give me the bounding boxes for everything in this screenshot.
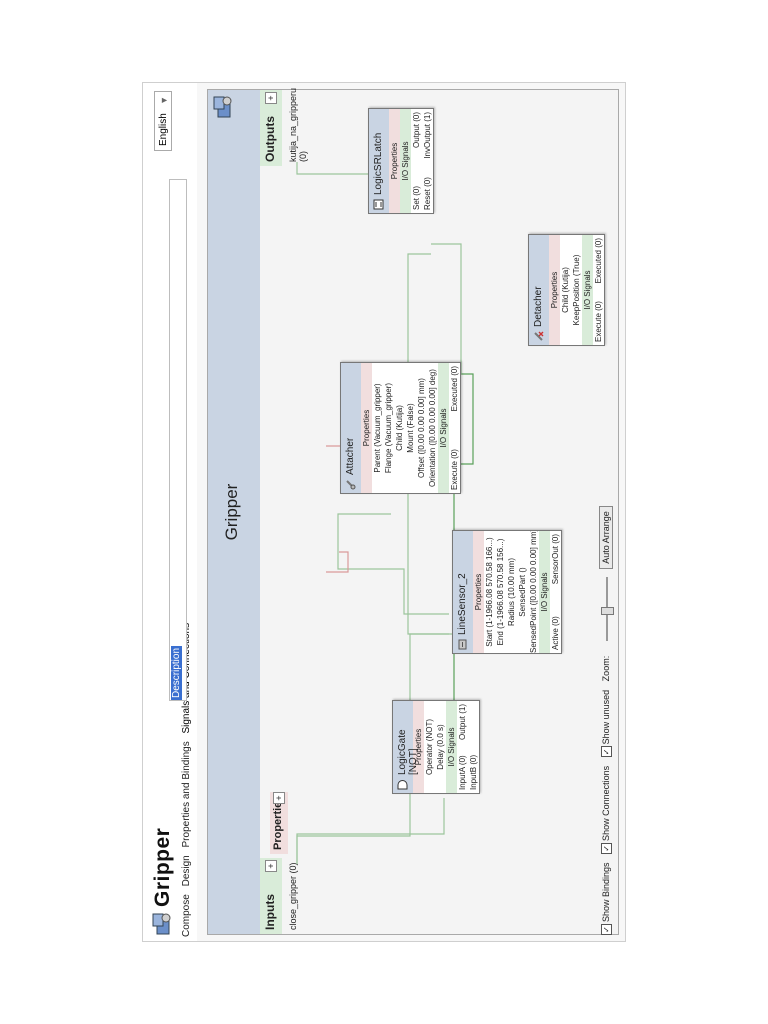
linesensor-properties-label: Properties xyxy=(473,531,484,653)
linesensor-header[interactable]: LineSensor_2 xyxy=(453,531,473,653)
detacher-prop-keepposition[interactable]: KeepPosition (True) xyxy=(572,254,581,326)
linesensor-output-sensorout[interactable]: SensorOut (0) xyxy=(551,534,560,585)
linesensor-io-label: I/O Signals xyxy=(539,531,550,653)
srlatch-output[interactable]: Output (0) xyxy=(412,112,421,149)
srlatch-input-set[interactable]: Set (0) xyxy=(412,185,421,210)
detacher-input-execute[interactable]: Execute (0) xyxy=(594,301,603,342)
logicgate-io-row-2: InputB (0) xyxy=(468,701,479,793)
detacher-io-row-1: Execute (0) Executed (0) xyxy=(593,235,604,345)
attacher-prop-orientation[interactable]: Orientation ([0.00 0.00 0.00] deg) xyxy=(428,369,437,487)
tab-properties-bindings[interactable]: Properties and Bindings xyxy=(181,741,192,848)
tab-compose[interactable]: Compose xyxy=(181,894,192,937)
signal-editor-canvas[interactable]: Gripper Inputs + close_gripper (0) Prope… xyxy=(207,88,619,935)
logicgate-io-row-1: InputA (0) Output (1) xyxy=(457,701,468,793)
srlatch-io-row-2: Reset (0) InvOutput (1) xyxy=(422,109,433,213)
logicgate-output[interactable]: Output (1) xyxy=(458,704,467,741)
srlatch-component[interactable]: LogicSRLatch Properties I/O Signals Set … xyxy=(368,108,434,214)
linesensor-prop-end[interactable]: End (1-1966.08 570.58 156...) xyxy=(496,538,505,646)
srlatch-header[interactable]: LogicSRLatch xyxy=(369,109,389,213)
detacher-prop-child[interactable]: Child (Kutija) xyxy=(561,267,570,313)
wire-input-to-logicgate xyxy=(296,798,445,864)
zoom-label: Zoom: xyxy=(601,655,611,682)
wire-attacher-red xyxy=(326,551,349,573)
detacher-properties-label: Properties xyxy=(549,235,560,345)
description-field[interactable]: Description xyxy=(169,179,187,701)
logicgate-input-a[interactable]: InputA (0) xyxy=(458,755,467,790)
sensor-icon xyxy=(458,639,467,650)
app-header: Gripper Compose Design Properties and Bi… xyxy=(143,83,197,941)
logicgate-name: LogicGate [NOT] xyxy=(397,729,419,775)
logic-gate-icon xyxy=(397,780,408,790)
logicgate-input-b[interactable]: InputB (0) xyxy=(469,754,478,790)
detacher-io-label: I/O Signals xyxy=(582,235,593,345)
attacher-prop-flange[interactable]: Flange (Vacuum_gripper) xyxy=(384,382,393,474)
linesensor-prop-radius[interactable]: Radius (10.00 mm) xyxy=(507,557,516,627)
detacher-output-executed[interactable]: Executed (0) xyxy=(594,238,603,284)
srlatch-io-label: I/O Signals xyxy=(400,109,411,213)
srlatch-invoutput[interactable]: InvOutput (1) xyxy=(423,112,432,159)
attacher-header[interactable]: Attacher xyxy=(341,363,361,493)
detacher-icon xyxy=(534,331,544,341)
language-value: English xyxy=(158,113,169,146)
attacher-component[interactable]: Attacher Properties Parent (Vacuum_gripp… xyxy=(340,362,461,494)
tab-design[interactable]: Design xyxy=(181,855,192,887)
attacher-icon xyxy=(346,480,356,490)
show-unused-checkbox[interactable]: ✓ xyxy=(601,746,613,758)
attacher-prop-parent[interactable]: Parent (Vacuum_gripper) xyxy=(373,383,382,473)
linesensor-prop-sensedpoint[interactable]: SensedPoint ([0.00 0.00 0.00] mm) xyxy=(529,531,538,653)
wire-linesensor-to-attacher xyxy=(391,568,449,615)
srlatch-io-row-1: Set (0) Output (0) xyxy=(411,109,422,213)
app-title: Gripper xyxy=(151,827,174,907)
zoom-slider-thumb[interactable] xyxy=(600,607,614,616)
logicgate-prop-operator[interactable]: Operator (NOT) xyxy=(425,719,434,776)
detacher-header[interactable]: Detacher xyxy=(529,235,549,345)
gripper-app-icon xyxy=(152,913,171,935)
linesensor-prop-sensedpart[interactable]: SensedPart () xyxy=(518,567,527,617)
show-connections-option[interactable]: ✓Show Connections xyxy=(601,765,613,854)
app-window: Gripper Compose Design Properties and Bi… xyxy=(142,82,626,942)
show-connections-checkbox[interactable]: ✓ xyxy=(601,842,613,854)
srlatch-properties-label: Properties xyxy=(389,109,400,213)
wire-detacher-to-latch-reset xyxy=(431,243,462,375)
attacher-properties-label: Properties xyxy=(361,363,372,493)
attacher-output-executed[interactable]: Executed (0) xyxy=(450,366,459,412)
attacher-prop-offset[interactable]: Offset ([0.00 0.00 0.00] mm) xyxy=(417,378,426,478)
logicgate-component[interactable]: LogicGate [NOT] Properties Operator (NOT… xyxy=(392,700,480,794)
gripper-icon xyxy=(213,96,232,118)
attacher-prop-child[interactable]: Child (Kutija) xyxy=(395,405,404,451)
attacher-prop-mount[interactable]: Mount (False) xyxy=(406,403,415,453)
chevron-down-icon: ▼ xyxy=(159,96,169,105)
bottom-toolbar: ✓Show Bindings ✓Show Connections ✓Show u… xyxy=(599,506,614,935)
attacher-io-label: I/O Signals xyxy=(438,363,449,493)
linesensor-io-row-1: Active (0) SensorOut (0) xyxy=(550,531,561,653)
detacher-name: Detacher xyxy=(533,286,544,327)
srlatch-input-reset[interactable]: Reset (0) xyxy=(423,177,432,210)
language-select[interactable]: English ▼ xyxy=(154,91,172,151)
latch-icon xyxy=(373,199,384,210)
show-bindings-option[interactable]: ✓ Show Bindings xyxy=(601,862,613,935)
show-unused-label: Show unused xyxy=(601,689,611,745)
description-label: Description xyxy=(171,645,182,700)
show-connections-label: Show Connections xyxy=(601,765,611,841)
linesensor-component[interactable]: LineSensor_2 Properties Start (1-1966.08… xyxy=(452,530,562,654)
show-bindings-label: Show Bindings xyxy=(601,862,611,922)
linesensor-prop-start[interactable]: Start (1-1966.08 570.58 166...) xyxy=(485,537,494,647)
srlatch-name: LogicSRLatch xyxy=(373,132,384,195)
attacher-io-row-1: Execute (0) Executed (0) xyxy=(449,363,460,493)
detacher-component[interactable]: Detacher Properties Child (Kutija) KeepP… xyxy=(528,234,605,346)
auto-arrange-button[interactable]: Auto Arrange xyxy=(599,506,613,569)
attacher-name: Attacher xyxy=(345,437,356,475)
attacher-input-execute[interactable]: Execute (0) xyxy=(450,449,459,490)
zoom-slider[interactable] xyxy=(600,577,614,642)
connection-wires xyxy=(296,162,509,864)
graph-titlebar: Gripper xyxy=(208,90,260,934)
logicgate-header[interactable]: LogicGate [NOT] xyxy=(393,701,419,793)
logicgate-prop-delay[interactable]: Delay (0.0 s) xyxy=(436,724,445,770)
show-unused-option[interactable]: ✓Show unused xyxy=(601,689,613,758)
linesensor-name: LineSensor_2 xyxy=(457,573,468,635)
logicgate-io-label: I/O Signals xyxy=(446,701,457,793)
show-bindings-checkbox[interactable]: ✓ xyxy=(601,924,613,935)
linesensor-input-active[interactable]: Active (0) xyxy=(551,616,560,650)
